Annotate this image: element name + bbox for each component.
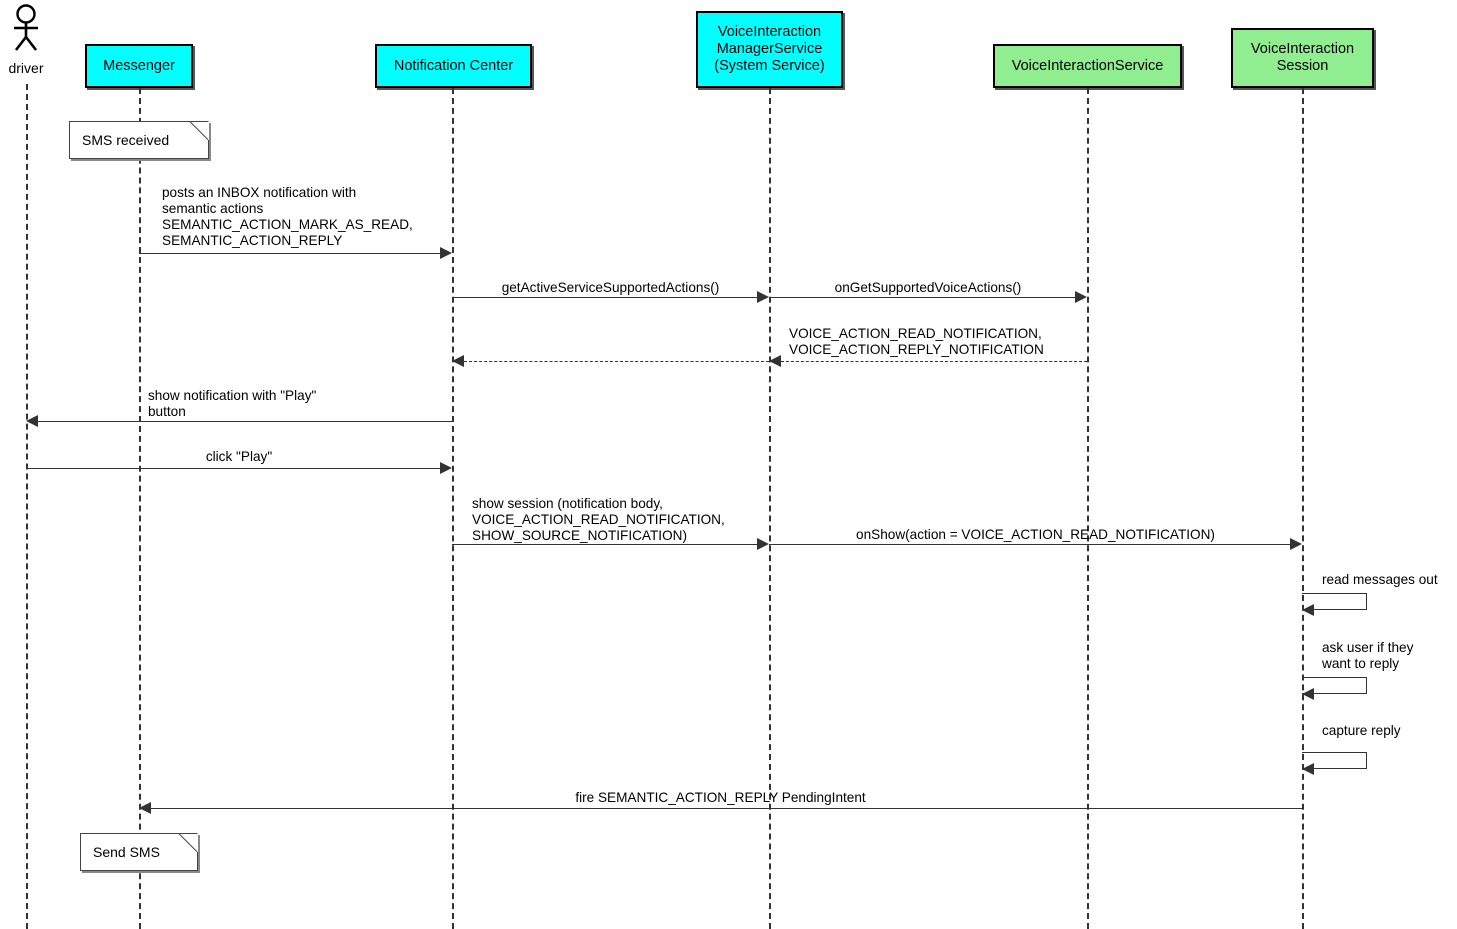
message-on-get-supported-voice-actions-arrowhead — [1075, 291, 1087, 303]
note-send-sms-text: Send SMS — [93, 844, 160, 860]
selfcall-ask-user-if-they-want-to-reply-box — [1302, 677, 1367, 694]
message-fire-semantic-action-reply-pending-intent-arrowhead — [139, 802, 151, 814]
selfcall-read-messages-out-label: read messages out — [1322, 572, 1438, 587]
message-click-play-line — [26, 468, 440, 469]
participant-messenger-label: Messenger — [103, 57, 175, 74]
message-on-show-action-read-notification-arrowhead — [1290, 538, 1302, 550]
message-get-active-service-supported-actions-arrowhead — [757, 291, 769, 303]
participant-notification-center-label: Notification Center — [393, 57, 514, 74]
message-show-notification-with-play-button-arrowhead — [26, 415, 38, 427]
lifeline-voice-interaction-service — [1087, 88, 1089, 929]
selfcall-capture-reply-box — [1302, 752, 1367, 769]
message-show-session-line — [452, 544, 757, 545]
message-post-inbox-notification-arrowhead — [440, 247, 452, 259]
message-return-supported-actions-to-notification-center-line — [464, 361, 769, 362]
message-click-play-label: click "Play" — [205, 449, 273, 464]
note-dogear-icon — [179, 833, 198, 852]
note-dogear-icon — [190, 121, 209, 140]
participant-voice-interaction-manager-service-label: VoiceInteraction ManagerService (System … — [714, 24, 825, 74]
message-on-get-supported-voice-actions-line — [769, 297, 1075, 298]
participant-voice-interaction-manager-service[interactable]: VoiceInteraction ManagerService (System … — [696, 11, 843, 88]
lifeline-voice-interaction-session — [1302, 88, 1304, 929]
note-sms-received: SMS received — [69, 121, 209, 159]
selfcall-capture-reply-arrowhead — [1302, 763, 1314, 775]
stick-figure-actor-icon — [14, 4, 38, 51]
message-return-supported-voice-actions-label: VOICE_ACTION_READ_NOTIFICATION, VOICE_AC… — [789, 326, 1044, 358]
participant-messenger[interactable]: Messenger — [85, 44, 193, 88]
participant-voice-interaction-session-label: VoiceInteraction Session — [1250, 41, 1355, 74]
lifeline-voice-interaction-manager-service — [769, 88, 771, 929]
selfcall-read-messages-out-arrowhead — [1302, 604, 1314, 616]
selfcall-capture-reply-label: capture reply — [1322, 723, 1401, 738]
lifeline-messenger — [139, 88, 141, 929]
participant-notification-center[interactable]: Notification Center — [375, 44, 532, 88]
message-get-active-service-supported-actions-line — [452, 297, 757, 298]
message-post-inbox-notification-line — [139, 253, 440, 254]
message-show-session-label: show session (notification body, VOICE_A… — [472, 496, 725, 544]
message-show-session-arrowhead — [757, 538, 769, 550]
message-on-show-action-read-notification-label: onShow(action = VOICE_ACTION_READ_NOTIFI… — [856, 527, 1215, 542]
message-show-notification-with-play-button-line — [38, 421, 452, 422]
lifeline-driver — [26, 84, 28, 929]
note-sms-received-text: SMS received — [82, 132, 170, 148]
message-on-show-action-read-notification-line — [769, 544, 1290, 545]
message-return-supported-actions-to-notification-center-arrowhead — [452, 355, 464, 367]
selfcall-ask-user-if-they-want-to-reply-label: ask user if they want to reply — [1322, 640, 1414, 672]
message-return-supported-voice-actions-arrowhead — [769, 355, 781, 367]
message-return-supported-voice-actions-line — [781, 361, 1087, 362]
message-click-play-arrowhead — [440, 462, 452, 474]
participant-voice-interaction-service-label: VoiceInteractionService — [1011, 57, 1164, 74]
message-show-notification-with-play-button-label: show notification with "Play" button — [148, 388, 317, 420]
selfcall-ask-user-if-they-want-to-reply-arrowhead — [1302, 688, 1314, 700]
selfcall-read-messages-out-box — [1302, 593, 1367, 610]
actor-driver-label: driver — [8, 60, 44, 76]
participant-voice-interaction-session[interactable]: VoiceInteraction Session — [1231, 28, 1374, 88]
message-post-inbox-notification-label: posts an INBOX notification with semanti… — [162, 185, 413, 249]
note-send-sms: Send SMS — [80, 833, 198, 871]
message-on-get-supported-voice-actions-label: onGetSupportedVoiceActions() — [834, 280, 1022, 295]
participant-voice-interaction-service[interactable]: VoiceInteractionService — [993, 44, 1182, 88]
message-get-active-service-supported-actions-label: getActiveServiceSupportedActions() — [501, 280, 720, 295]
message-fire-semantic-action-reply-pending-intent-label: fire SEMANTIC_ACTION_REPLY PendingIntent — [575, 790, 866, 805]
actor-driver — [6, 4, 46, 54]
lifeline-notification-center — [452, 88, 454, 929]
message-fire-semantic-action-reply-pending-intent-line — [151, 808, 1302, 809]
